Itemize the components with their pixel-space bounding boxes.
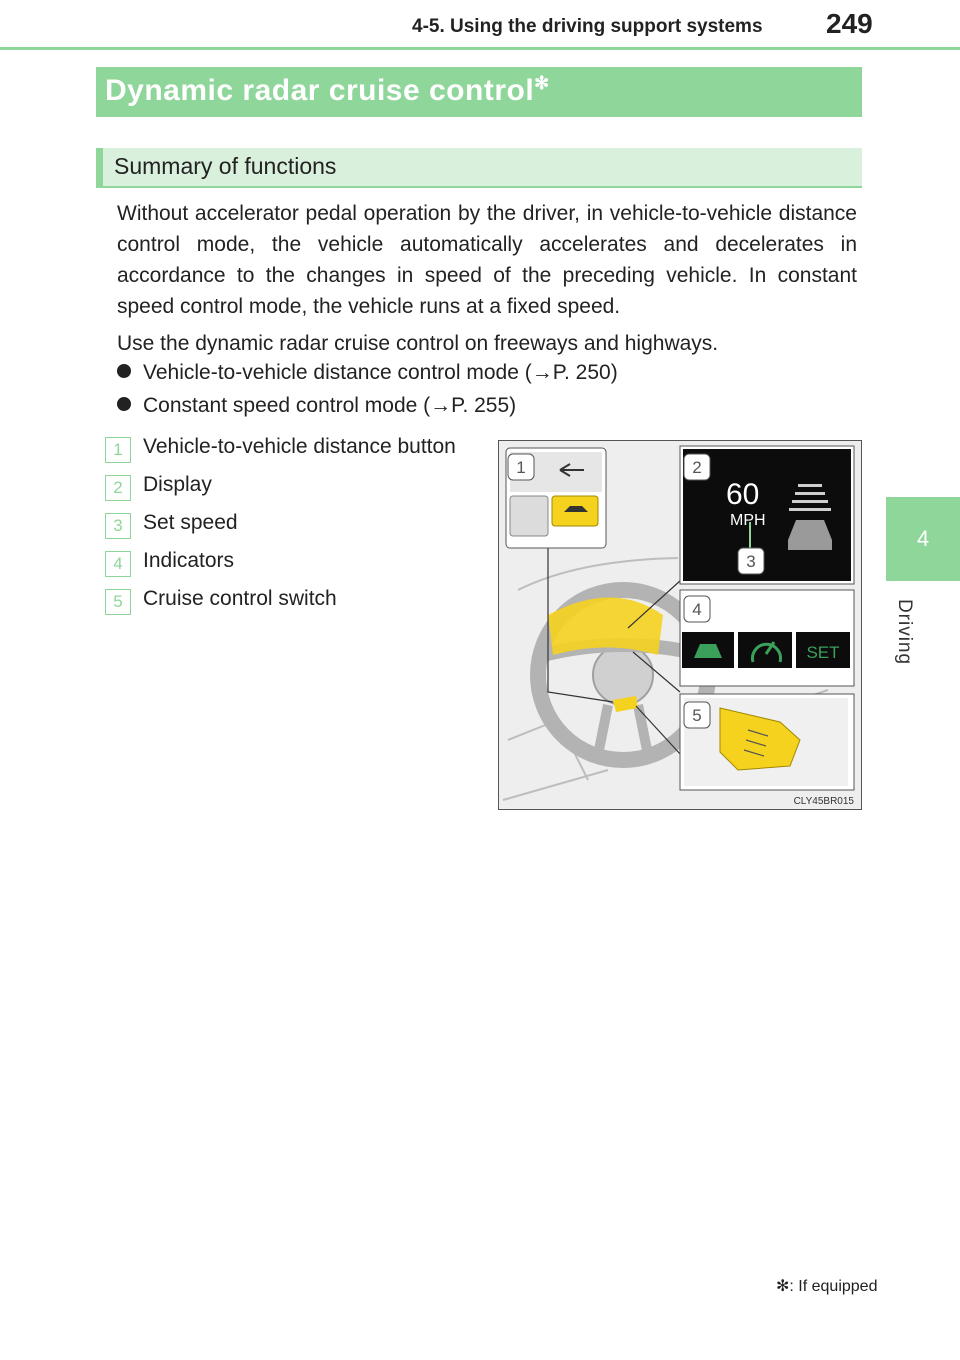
usage-paragraph: Use the dynamic radar cruise control on … [117,332,719,355]
footnote-text: : If equipped [789,1278,878,1295]
header-rule [0,47,960,50]
legend-label: Vehicle-to-vehicle distance button [143,435,456,458]
legend-number: 5 [105,589,131,615]
bullet-dot [117,397,131,411]
inset-distance-button [505,447,607,549]
distance-indicator-icon [694,644,722,658]
legend-label: Indicators [143,549,235,572]
callout-2: 2 [683,453,711,481]
chapter-label: Driving [880,592,928,672]
distance-car-icon [564,506,588,512]
svg-text:1: 1 [516,458,525,477]
if-equipped-mark: ✻ [534,73,550,93]
leader-lines [547,548,682,756]
section-title-text: Dynamic radar cruise control [105,74,535,107]
svg-text:2: 2 [692,458,701,477]
cruise-speed-indicator-icon [751,642,782,663]
intro-paragraph: Without accelerator pedal operation by t… [117,202,857,318]
callout-1: 1 [507,453,535,481]
return-arrow-icon [559,463,584,477]
legend-number: 2 [105,475,131,501]
subsection-underline [96,186,862,188]
callout-3: 3 [737,547,765,575]
bullet-item: Constant speed control mode (→P. 255) [117,394,516,418]
footnote: ✻: If equipped [776,1276,877,1296]
running-header: 4-5. Using the driving support systems [412,16,763,37]
image-code: CLY45BR015 [794,796,855,807]
page-number: 249 [826,8,873,39]
legend-label: Cruise control switch [143,587,337,610]
legend-number: 4 [105,551,131,577]
subsection-title: Summary of functions [114,153,337,179]
legend-label: Display [143,473,212,496]
svg-text:5: 5 [692,706,701,725]
figure-illustration: 1 2 3 4 5 60 MPH SET CLY45BR015 [498,440,862,810]
callout-5: 5 [683,701,711,729]
footnote-mark: ✻ [776,1278,790,1295]
display-unit: MPH [730,512,766,529]
bullet-text[interactable]: Constant speed control mode (→P. 255) [143,394,517,417]
set-indicator-label: SET [806,643,839,662]
bullet-dot [117,364,131,378]
bullet-item: Vehicle-to-vehicle distance control mode… [117,361,618,385]
inset-display [679,445,855,585]
svg-text:4: 4 [692,600,701,619]
inset-cruise-switch [679,693,855,791]
bullet-text[interactable]: Vehicle-to-vehicle distance control mode… [143,361,618,384]
legend-label: Set speed [143,511,238,534]
lever-marking-lines [743,729,769,757]
legend-number: 3 [105,513,131,539]
legend-number: 1 [105,437,131,463]
following-distance-bars [789,484,831,511]
section-title: Dynamic radar cruise control✻ [105,73,550,108]
preceding-car-icon [788,520,832,550]
chapter-number: 4 [916,526,930,551]
callout-4: 4 [683,595,711,623]
chapter-label-text: Driving [894,598,915,666]
cruise-lever-icon [719,707,801,771]
cruise-control-figure: 1 2 3 4 5 60 MPH SET CLY45BR015 [498,440,862,810]
display-speed: 60 [726,478,759,511]
highlight-cluster [548,597,663,655]
subsection-banner: Summary of functions [96,148,862,188]
chapter-tab[interactable]: 4 [886,497,960,581]
highlight-lever [613,696,638,712]
svg-text:3: 3 [746,552,755,571]
section-banner: Dynamic radar cruise control✻ [96,67,862,117]
subsection-accent-bar [96,148,103,188]
